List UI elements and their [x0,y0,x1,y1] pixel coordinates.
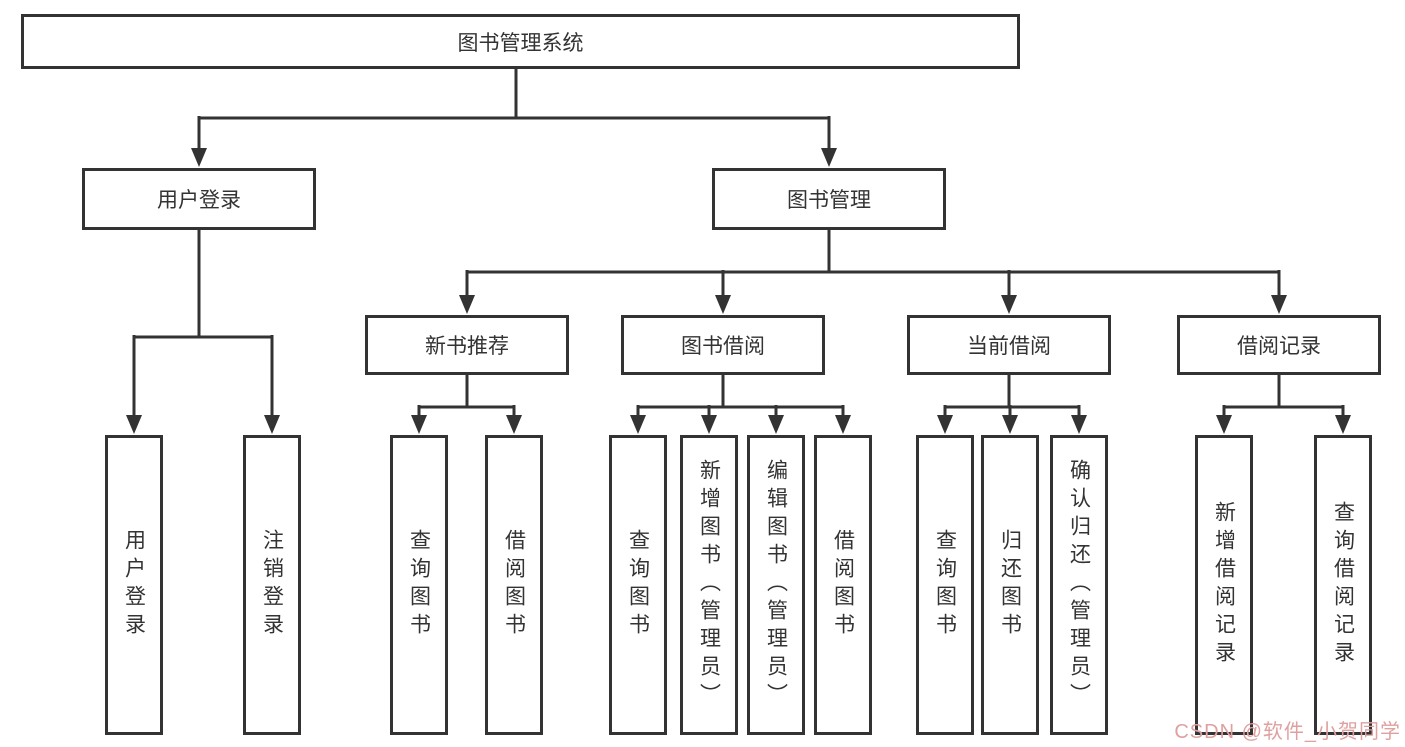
node-user-login: 用户登录 [82,168,316,230]
leaf-borrow-books: 借阅图书 [814,435,872,735]
node-book-borrow: 图书借阅 [621,315,825,375]
node-current-borrow: 当前借阅 [907,315,1111,375]
node-borrow-records: 借阅记录 [1177,315,1381,375]
leaf-edit-books-admin: 编辑图书（管理员） [747,435,805,735]
node-label: 当前借阅 [967,335,1051,358]
node-label: 确认归还（管理员） [1067,459,1091,711]
node-new-book-recommend: 新书推荐 [365,315,569,375]
leaf-logout: 注销登录 [243,435,301,735]
node-label: 用户登录 [122,529,146,641]
node-label: 新书推荐 [425,335,509,358]
node-label: 新增图书（管理员） [697,459,721,711]
leaf-query-books-recommend: 查询图书 [390,435,448,735]
leaf-borrow-books-recommend: 借阅图书 [485,435,543,735]
node-label: 借阅图书 [831,529,855,641]
leaf-add-borrow-record: 新增借阅记录 [1195,435,1253,735]
node-label: 图书管理系统 [457,31,584,55]
leaf-user-login: 用户登录 [105,435,163,735]
node-label: 查询图书 [626,529,650,641]
node-label: 借阅图书 [502,529,526,641]
node-label: 查询借阅记录 [1331,501,1355,669]
node-label: 借阅记录 [1237,335,1321,358]
node-label: 图书管理 [787,189,871,212]
leaf-query-borrow-record: 查询借阅记录 [1314,435,1372,735]
leaf-query-books-current: 查询图书 [916,435,974,735]
node-label: 编辑图书（管理员） [764,459,788,711]
node-label: 注销登录 [260,529,284,641]
node-label: 查询图书 [933,529,957,641]
leaf-add-books-admin: 新增图书（管理员） [680,435,738,735]
node-library-management-system: 图书管理系统 [21,14,1020,69]
node-label: 新增借阅记录 [1212,501,1236,669]
leaf-return-books: 归还图书 [981,435,1039,735]
node-label: 查询图书 [407,529,431,641]
leaf-query-books-borrow: 查询图书 [609,435,667,735]
node-label: 归还图书 [998,529,1022,641]
csdn-watermark: CSDN @软件_小贺同学 [1174,721,1401,743]
node-label: 图书借阅 [681,335,765,358]
arrowheads [126,148,1351,434]
leaf-confirm-return-admin: 确认归还（管理员） [1050,435,1108,735]
node-label: 用户登录 [157,189,241,212]
node-book-management: 图书管理 [712,168,946,230]
